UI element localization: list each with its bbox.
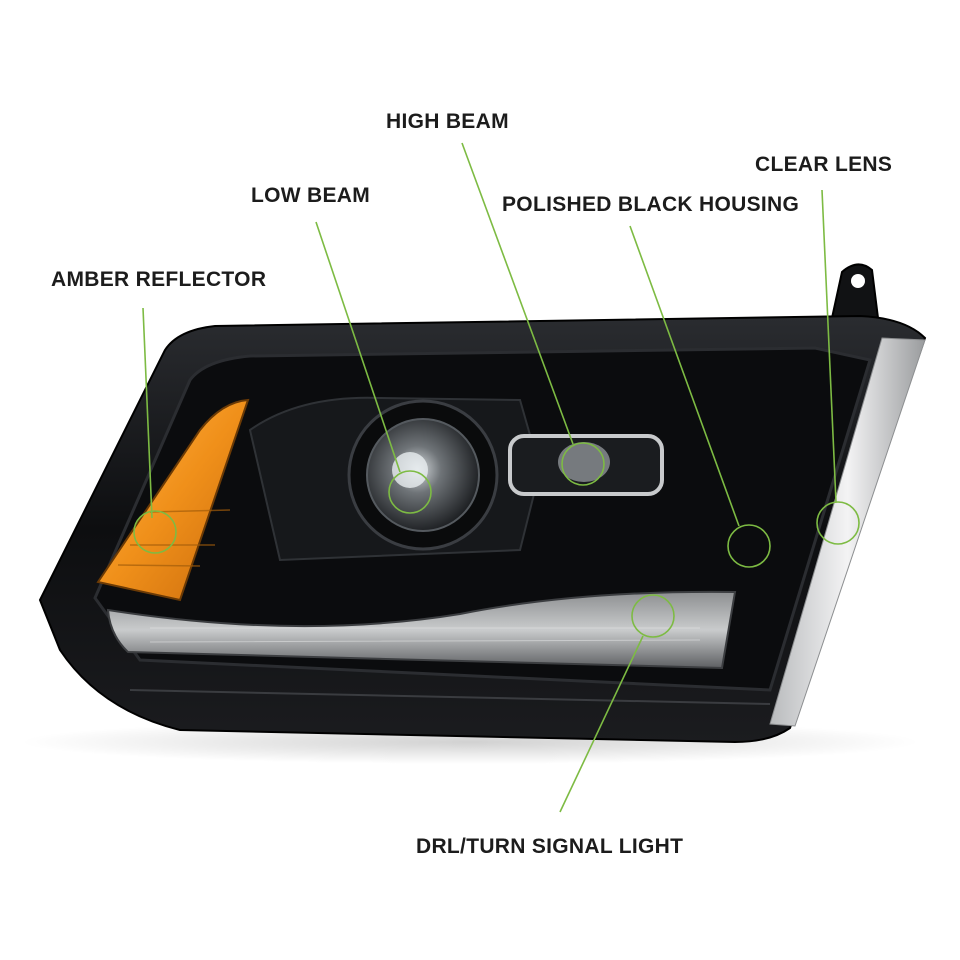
leader-low <box>315 221 401 473</box>
marker-low <box>388 470 432 514</box>
label-low-beam: LOW BEAM <box>251 184 371 207</box>
callout-leaders <box>133 142 860 813</box>
clear-lens-edge <box>769 337 926 727</box>
marker-high <box>561 442 605 486</box>
marker-housing <box>727 524 771 568</box>
leader-high <box>461 142 574 445</box>
leader-housing <box>629 225 740 527</box>
label-drl: DRL/TURN SIGNAL LIGHT <box>416 835 684 858</box>
drl-bar-shape <box>106 590 737 670</box>
label-high-beam: HIGH BEAM <box>386 110 509 133</box>
marker-drl <box>631 594 675 638</box>
marker-clear <box>816 501 860 545</box>
label-housing: POLISHED BLACK HOUSING <box>502 193 800 216</box>
leader-drl <box>559 635 644 813</box>
leader-clear <box>821 189 837 503</box>
label-clear-lens: CLEAR LENS <box>755 153 893 176</box>
leader-amber <box>142 307 153 519</box>
marker-amber <box>133 510 177 554</box>
amber-reflector-shape <box>96 398 250 602</box>
label-amber-reflector: AMBER REFLECTOR <box>51 268 267 291</box>
